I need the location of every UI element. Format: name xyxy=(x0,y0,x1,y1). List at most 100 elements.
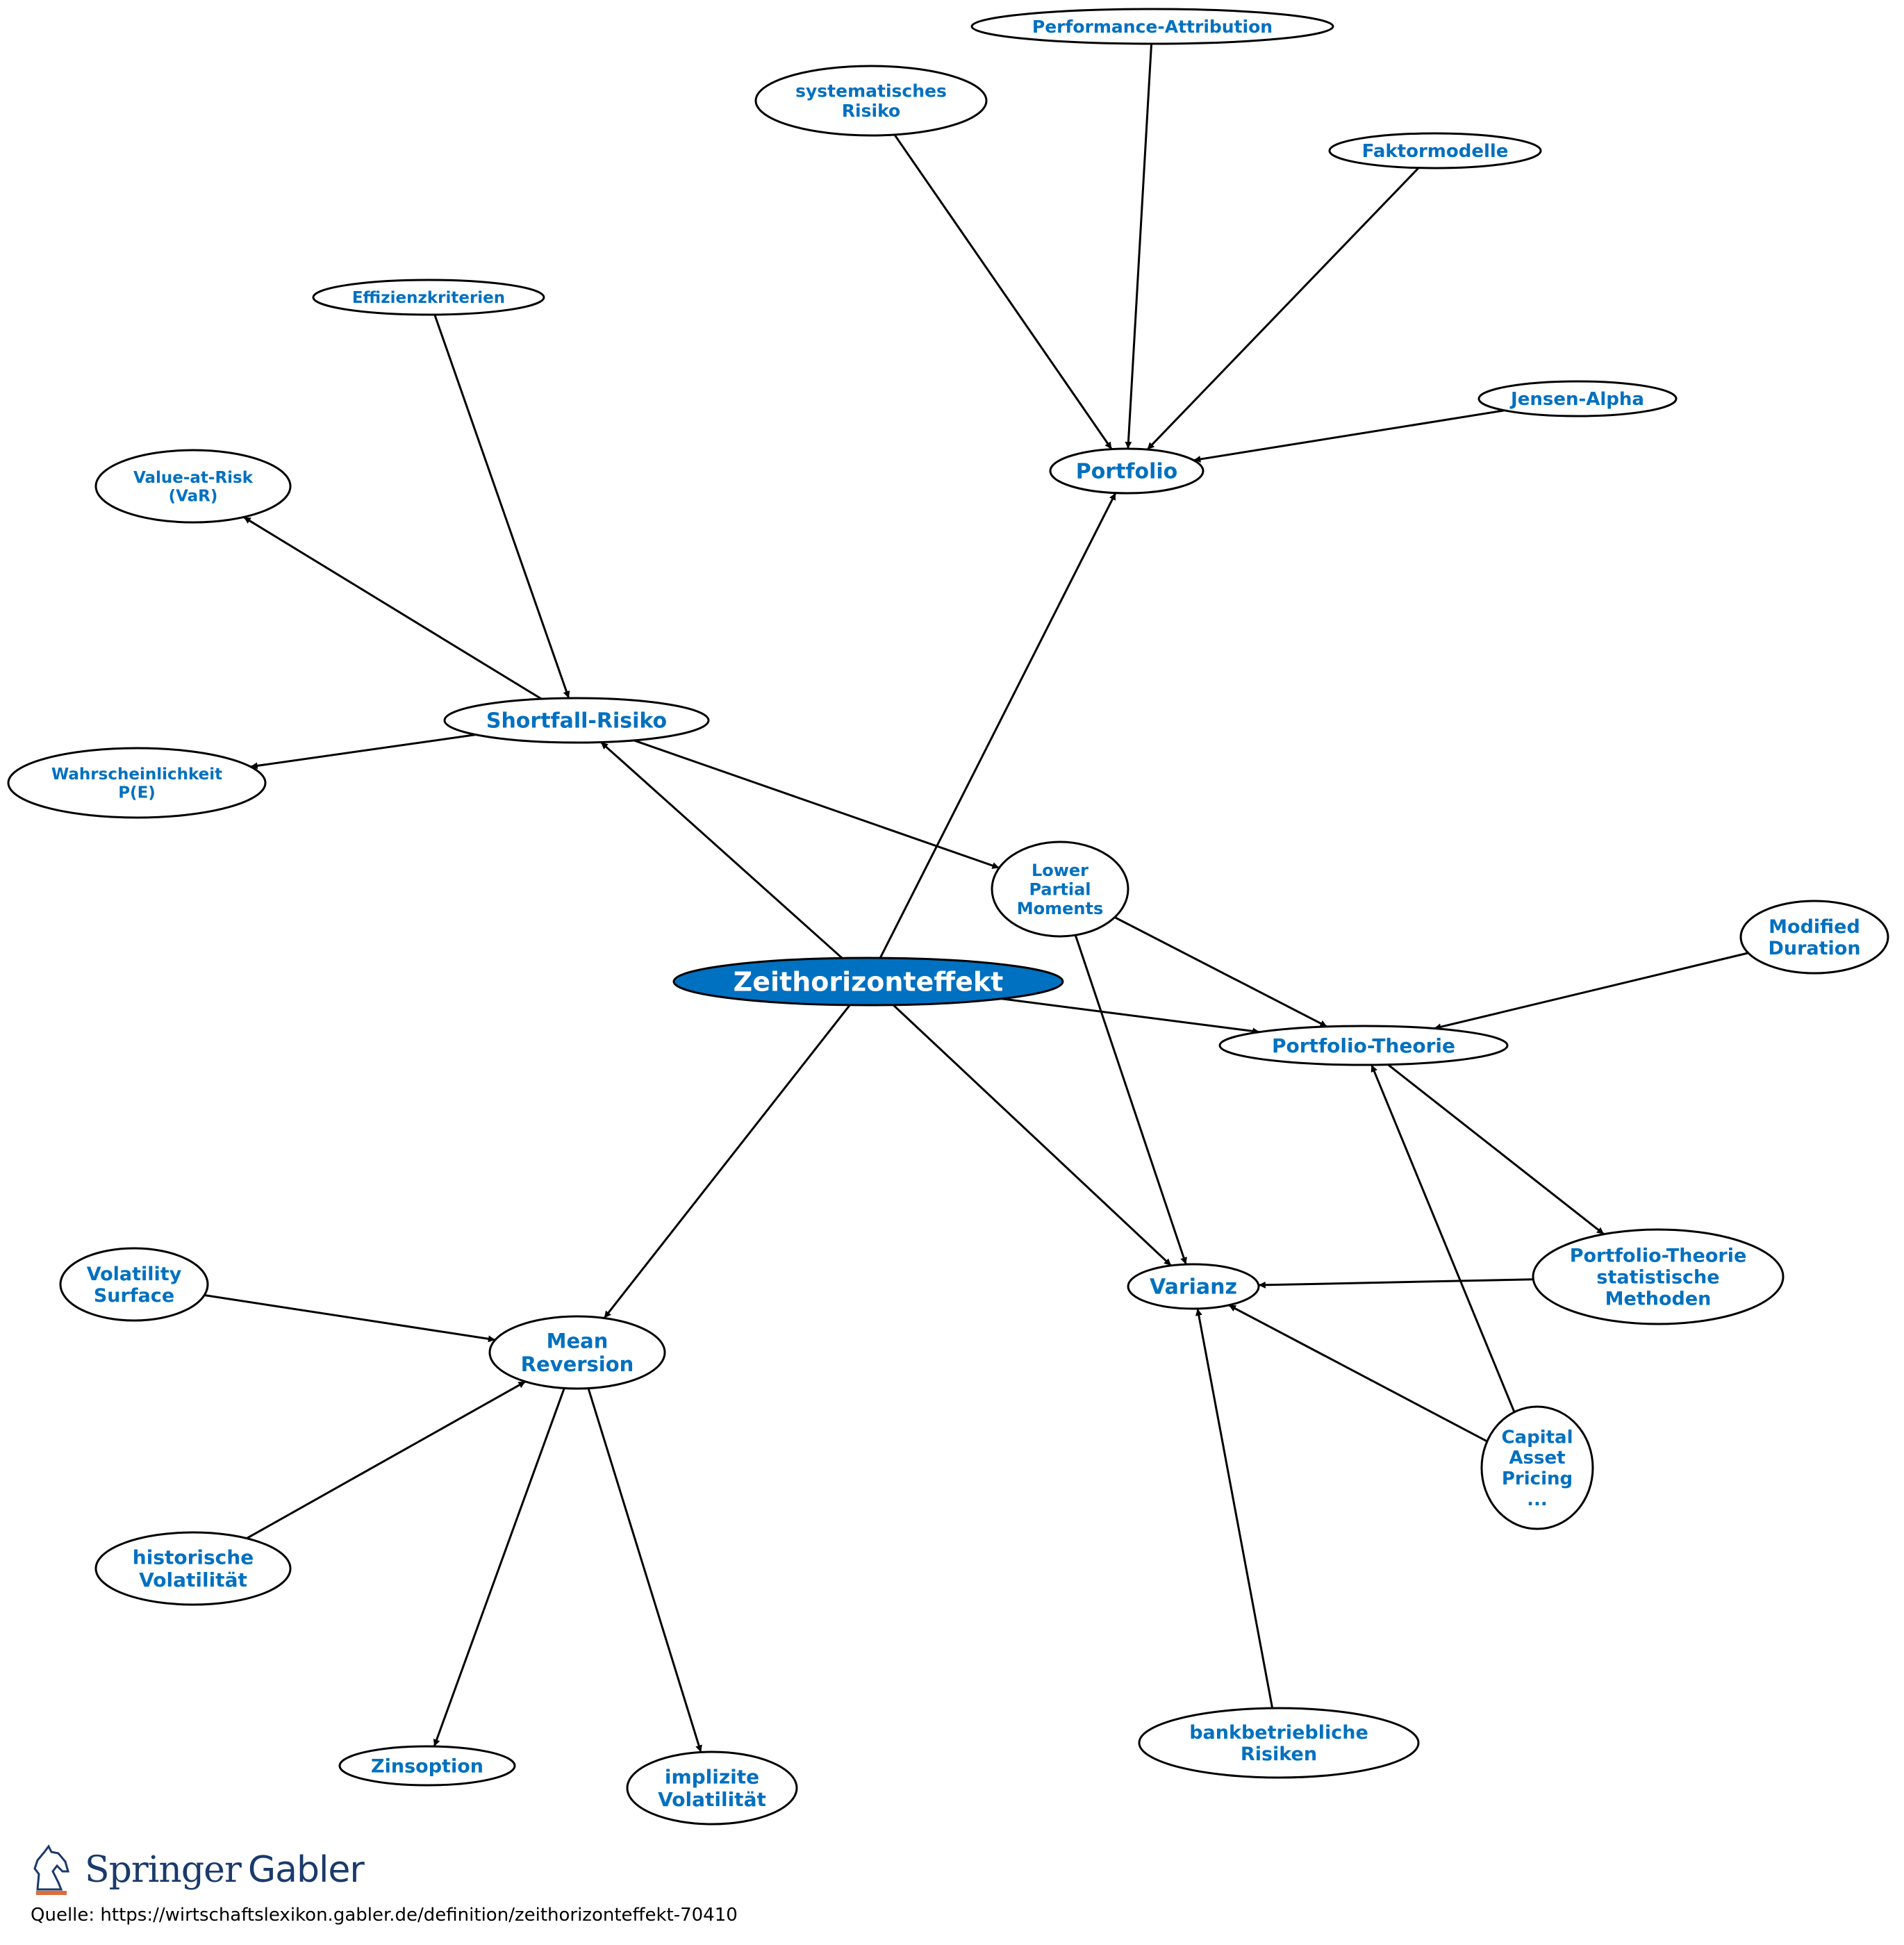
node-zinsoption[interactable]: Zinsoption xyxy=(338,1745,516,1787)
node-shape-varianz xyxy=(1127,1263,1260,1310)
node-shape-implizite-volatilitaet xyxy=(626,1750,798,1826)
node-shape-systematisches-risiko xyxy=(754,65,988,137)
node-label-portfolio-theorie-statistische-methoden-line-2: Methoden xyxy=(1605,1289,1712,1310)
node-label-value-at-risk-line-1: (VaR) xyxy=(169,487,218,505)
node-label-lower-partial-moments-line-2: Moments xyxy=(1017,899,1104,918)
node-label-wahrscheinlichkeit-line-1: P(E) xyxy=(118,784,156,802)
logo-springer: Springer xyxy=(85,1849,242,1891)
node-label-volatility-surface-line-0: Volatility xyxy=(87,1264,182,1285)
node-performance-attribution[interactable]: Performance-Attribution xyxy=(970,8,1334,45)
edge-performance-attribution-to-portfolio xyxy=(1125,43,1153,449)
node-label-systematisches-risiko-line-1: Risiko xyxy=(842,101,900,121)
edge-jensen-alpha-to-portfolio xyxy=(1193,409,1505,463)
edge-capital-asset-pricing-to-portfolio-theorie xyxy=(1371,1064,1516,1413)
node-shape-shortfall-risiko xyxy=(443,697,710,744)
node-jensen-alpha[interactable]: Jensen-Alpha xyxy=(1477,380,1678,417)
node-shape-historische-volatilitaet xyxy=(94,1531,292,1606)
node-label-bankbetriebliche-risiken-line-0: bankbetriebliche xyxy=(1189,1722,1368,1744)
node-faktormodelle[interactable]: Faktormodelle xyxy=(1328,132,1542,169)
node-label-mean-reversion-line-0: Mean xyxy=(547,1329,609,1352)
edge-mean-reversion-to-implizite-volatilitaet xyxy=(587,1388,702,1753)
edge-shortfall-risiko-to-wahrscheinlichkeit xyxy=(250,734,477,770)
node-varianz[interactable]: Varianz xyxy=(1127,1263,1260,1310)
node-shape-portfolio xyxy=(1049,447,1205,495)
logo-gabler: Gabler xyxy=(247,1849,365,1891)
edge-shortfall-risiko-to-lower-partial-moments xyxy=(634,739,1000,869)
edge-portfolio-theorie-statistische-methoden-to-varianz xyxy=(1258,1278,1534,1289)
node-shape-bankbetriebliche-risiken xyxy=(1138,1707,1420,1779)
node-label-modified-duration-line-0: Modified xyxy=(1769,916,1860,938)
node-effizienzkriterien[interactable]: Effizienzkriterien xyxy=(312,279,545,316)
edge-portfolio-theorie-to-portfolio-theorie-statistische-methoden xyxy=(1380,1057,1605,1235)
node-shortfall-risiko[interactable]: Shortfall-Risiko xyxy=(443,697,710,744)
node-label-zinsoption-line-0: Zinsoption xyxy=(371,1755,483,1777)
node-shape-lower-partial-moments xyxy=(991,841,1129,938)
edge-zeithorizonteffekt-to-mean-reversion xyxy=(603,1004,851,1319)
node-label-portfolio-theorie-line-0: Portfolio-Theorie xyxy=(1272,1034,1455,1057)
edge-historische-volatilitaet-to-mean-reversion xyxy=(246,1380,527,1539)
edge-modified-duration-to-portfolio-theorie xyxy=(1434,952,1749,1031)
node-label-mean-reversion-line-1: Reversion xyxy=(521,1352,634,1376)
edges-layer xyxy=(204,43,1749,1753)
edge-capital-asset-pricing-to-varianz xyxy=(1228,1304,1488,1443)
node-label-capital-asset-pricing-line-0: Capital xyxy=(1501,1427,1573,1448)
node-shape-mean-reversion xyxy=(488,1315,666,1390)
edge-zeithorizonteffekt-to-shortfall-risiko xyxy=(600,741,843,959)
edge-shortfall-risiko-to-value-at-risk xyxy=(242,516,543,700)
node-label-lower-partial-moments-line-1: Partial xyxy=(1029,879,1091,899)
edge-mean-reversion-to-zinsoption xyxy=(433,1387,565,1747)
node-label-wahrscheinlichkeit-line-0: Wahrscheinlichkeit xyxy=(51,765,222,784)
node-label-jensen-alpha-line-0: Jensen-Alpha xyxy=(1509,389,1644,410)
node-label-faktormodelle-line-0: Faktormodelle xyxy=(1362,141,1509,162)
node-label-historische-volatilitaet-line-1: Volatilität xyxy=(139,1569,247,1591)
node-portfolio-theorie[interactable]: Portfolio-Theorie xyxy=(1218,1025,1509,1066)
node-label-performance-attribution-line-0: Performance-Attribution xyxy=(1032,17,1273,37)
node-label-value-at-risk-line-0: Value-at-Risk xyxy=(133,469,254,487)
node-value-at-risk[interactable]: Value-at-Risk(VaR) xyxy=(94,449,292,524)
node-zeithorizonteffekt[interactable]: Zeithorizonteffekt xyxy=(672,957,1064,1007)
node-capital-asset-pricing[interactable]: CapitalAssetPricing... xyxy=(1480,1405,1594,1530)
node-shape-effizienzkriterien xyxy=(312,279,545,316)
node-label-capital-asset-pricing-line-2: Pricing xyxy=(1502,1468,1573,1489)
edge-zeithorizonteffekt-to-portfolio xyxy=(879,492,1117,959)
node-label-lower-partial-moments-line-0: Lower xyxy=(1032,861,1088,880)
node-shape-faktormodelle xyxy=(1328,132,1542,169)
node-label-bankbetriebliche-risiken-line-1: Risiken xyxy=(1241,1744,1317,1765)
edge-volatility-surface-to-mean-reversion xyxy=(204,1294,496,1343)
edge-lower-partial-moments-to-portfolio-theorie xyxy=(1114,916,1328,1028)
node-shape-zeithorizonteffekt xyxy=(672,957,1064,1007)
edge-effizienzkriterien-to-shortfall-risiko xyxy=(433,314,570,699)
edge-zeithorizonteffekt-to-varianz xyxy=(892,1004,1172,1267)
node-shape-performance-attribution xyxy=(970,8,1334,45)
knight-horse-icon xyxy=(33,1844,69,1895)
node-shape-capital-asset-pricing xyxy=(1480,1405,1594,1530)
node-label-shortfall-risiko-line-0: Shortfall-Risiko xyxy=(486,709,667,734)
edge-zeithorizonteffekt-to-portfolio-theorie xyxy=(1001,998,1260,1035)
node-label-implizite-volatilitaet-line-1: Volatilität xyxy=(658,1788,766,1811)
node-label-volatility-surface-line-1: Surface xyxy=(94,1285,174,1307)
node-label-modified-duration-line-1: Duration xyxy=(1768,938,1860,959)
node-shape-volatility-surface xyxy=(59,1247,209,1322)
node-label-historische-volatilitaet-line-0: historische xyxy=(133,1546,254,1569)
node-shape-modified-duration xyxy=(1739,900,1889,975)
node-label-portfolio-theorie-statistische-methoden-line-1: statistische xyxy=(1596,1266,1719,1288)
node-label-implizite-volatilitaet-line-0: implizite xyxy=(665,1766,759,1789)
node-label-capital-asset-pricing-line-1: Asset xyxy=(1509,1448,1565,1468)
edge-bankbetriebliche-risiken-to-varianz xyxy=(1195,1308,1274,1709)
node-shape-jensen-alpha xyxy=(1477,380,1678,417)
node-portfolio[interactable]: Portfolio xyxy=(1049,447,1205,495)
node-shape-portfolio-theorie xyxy=(1218,1025,1509,1066)
